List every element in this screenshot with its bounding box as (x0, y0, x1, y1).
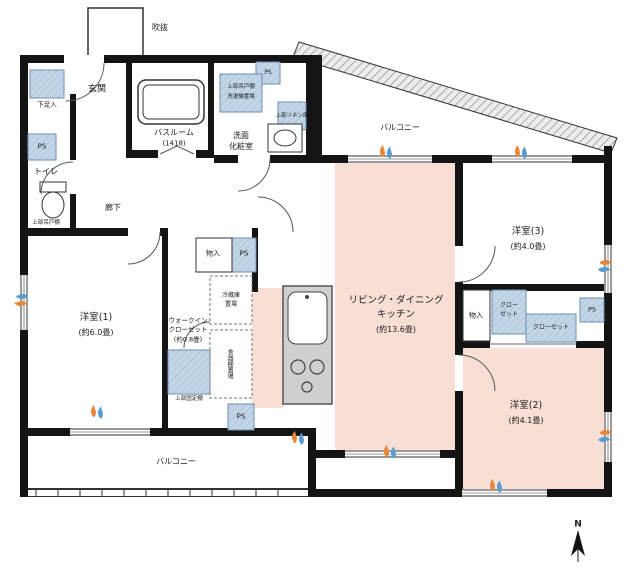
kitchen-sink (287, 291, 328, 345)
bathtub (137, 79, 205, 125)
faucet (305, 295, 309, 299)
room-fills (252, 163, 604, 489)
fridge-space (209, 275, 253, 325)
closet-small-box (491, 289, 527, 335)
kitchen-counter (282, 285, 333, 405)
ps-box-1 (27, 133, 57, 161)
appliance-spaces (209, 275, 253, 399)
wash-basin (267, 123, 303, 153)
stove-burners (290, 359, 325, 393)
cupboard-space (209, 329, 253, 399)
ps-box-4 (579, 297, 605, 323)
storage-boxes (195, 237, 491, 342)
closet-box (525, 313, 577, 343)
door-openings (64, 55, 576, 391)
storage-box-1 (195, 237, 233, 273)
balcony-railing (20, 488, 308, 497)
shoe-box (29, 69, 65, 99)
compass-icon (571, 530, 585, 562)
storage-box-2 (462, 289, 491, 342)
toilet-fixture (39, 181, 67, 219)
ps-box-3 (231, 237, 257, 273)
ps-box-5 (227, 403, 255, 431)
washer-box (219, 73, 263, 113)
door-arcs (40, 62, 496, 392)
atrium-void (87, 7, 144, 58)
wic-box (167, 349, 211, 395)
